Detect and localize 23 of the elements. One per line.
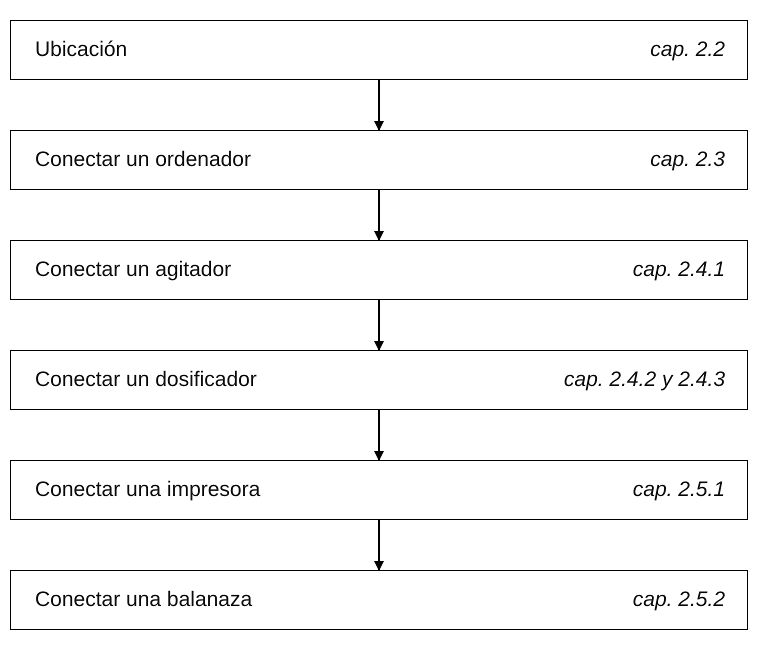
chapter-reference: cap. 2.4.2 y 2.4.3 [564,368,725,392]
process-box [10,570,748,630]
chapter-reference: cap. 2.3 [650,148,725,172]
step-label: Conectar una impresora [35,478,260,502]
chapter-reference: cap. 2.2 [650,38,725,62]
process-box [10,130,748,190]
step-label: Conectar una balanaza [35,588,252,612]
arrow [374,80,384,131]
chapter-reference: cap. 2.4.1 [632,258,725,282]
arrow [374,190,384,241]
process-box [10,350,748,410]
step-label: Conectar un agitador [35,258,232,282]
step-label: Conectar un dosificador [35,368,257,392]
chapter-reference: cap. 2.5.1 [632,478,725,502]
step-label: Ubicación [35,38,128,62]
arrow [374,520,384,571]
arrow [374,410,384,461]
step-label: Conectar un ordenador [35,148,251,172]
arrow [374,300,384,351]
chapter-reference: cap. 2.5.2 [632,588,725,612]
process-box [10,240,748,300]
process-box [10,460,748,520]
process-box [10,20,748,80]
